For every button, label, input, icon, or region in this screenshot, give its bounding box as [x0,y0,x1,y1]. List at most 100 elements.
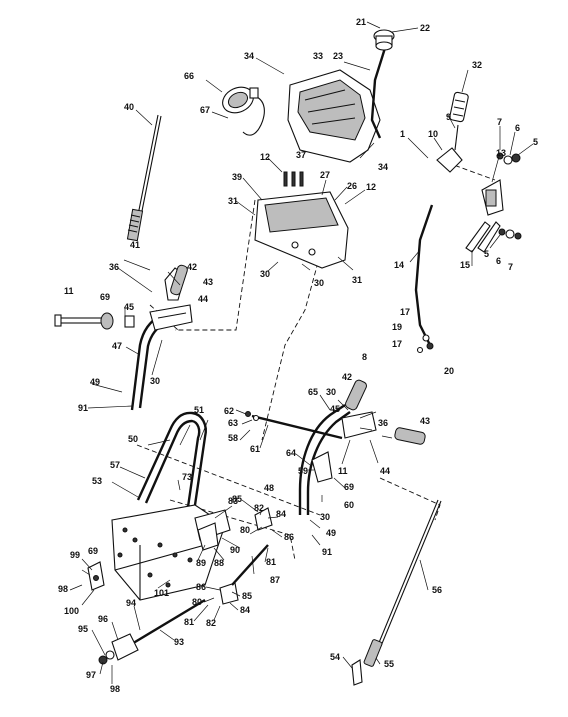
callout-label: 10 [428,129,438,139]
bracket-44 [149,304,193,331]
callout-label: 91 [78,403,88,413]
callout-label: 32 [472,60,482,70]
callout-label: 34 [244,51,254,61]
pivot-100 [87,561,105,591]
callout-label: 1 [400,129,405,139]
callout-label: 51 [194,405,204,415]
shift-knob [373,29,395,51]
bushing-69 [100,312,135,330]
shift-rod [370,47,387,139]
callout-label: 42 [342,372,352,382]
callout-label: 11 [64,286,74,296]
callout-label: 22 [420,23,430,33]
callout-label: 67 [200,105,210,115]
callout-label: 69 [100,292,110,302]
callout-label: 69 [88,546,98,556]
callout-label: 47 [112,341,122,351]
callout-label: 63 [228,418,238,428]
callout-label: 80 [192,597,202,607]
callout-label: 97 [86,670,96,680]
callout-label: 50 [128,434,138,444]
callout-label: 14 [394,260,404,270]
callout-label: 86 [284,532,294,542]
callout-label: 66 [184,71,194,81]
callout-label: 73 [182,472,192,482]
callout-label: 40 [124,102,134,112]
callout-label: 9 [446,112,451,122]
callout-label: 99 [70,550,80,560]
callout-label: 41 [130,240,140,250]
callout-label: 21 [356,17,366,27]
callout-label: 34 [378,162,388,172]
callout-label: 84 [240,605,250,615]
callout-label: 82 [206,618,216,628]
dash-panel [287,69,381,163]
lower-handle-frame [136,411,207,508]
callout-label: 69 [344,482,354,492]
lever-10 [436,124,463,173]
rod-93 [98,598,206,665]
control-bracket-13 [481,179,504,216]
callout-label: 19 [392,322,402,332]
callout-label: 12 [260,152,270,162]
callout-label: 100 [64,606,79,616]
callout-label: 36 [109,262,119,272]
callout-label: 58 [228,433,238,443]
crank-shaft-11 [54,314,107,327]
hardware-5-6-7-bottom [498,228,522,240]
callout-label: 98 [110,684,120,694]
callout-label: 80 [240,525,250,535]
callout-label: 48 [264,483,274,493]
callout-label: 49 [90,377,100,387]
callout-label: 101 [154,588,169,598]
callout-label: 93 [174,637,184,647]
frame-housing [111,504,226,601]
callout-label: 95 [78,624,88,634]
callout-label: 33 [313,51,323,61]
callout-label: 8 [362,352,367,362]
callout-label: 37 [296,150,306,160]
upper-left-handle [130,264,188,411]
callout-label: 23 [333,51,343,61]
pivot-85-84 [219,507,273,605]
control-lever-32 [449,91,469,123]
callout-label: 30 [314,278,324,288]
callout-label: 45 [124,302,134,312]
callout-label: 30 [326,387,336,397]
callout-label: 85 [232,494,242,504]
ferrule-17-19 [416,334,434,354]
callout-label: 12 [366,182,376,192]
callout-label: 43 [420,416,430,426]
callout-label: 39 [232,172,242,182]
callout-label: 36 [378,418,388,428]
callout-label: 57 [110,460,120,470]
rod-61 [251,414,343,440]
callout-label: 45 [330,404,340,414]
callout-label: 20 [444,366,454,376]
chute-crank-rod [126,114,162,242]
callout-label: 65 [308,387,318,397]
callout-label: 5 [533,137,538,147]
callout-label: 64 [286,448,296,458]
leader-lines [69,21,534,684]
callout-label: 61 [250,444,260,454]
callout-label: 44 [198,294,208,304]
callout-label: 11 [338,466,348,476]
headlight [222,86,265,136]
callout-label: 27 [320,170,330,180]
callout-label: 81 [184,617,194,627]
callout-label: 87 [270,575,280,585]
callout-label: 56 [432,585,442,595]
callout-label: 13 [496,148,506,158]
callout-label: 30 [320,512,330,522]
callout-label: 55 [384,659,394,669]
lower-right-handle [298,379,426,515]
callout-label: 7 [497,117,502,127]
bracket-59 [311,451,333,483]
callout-label: 85 [242,591,252,601]
rod-87 [231,544,269,586]
callout-label: 90 [230,545,240,555]
callout-label: 81 [266,557,276,567]
callout-label: 54 [330,652,340,662]
shift-rod-14 [414,204,434,346]
